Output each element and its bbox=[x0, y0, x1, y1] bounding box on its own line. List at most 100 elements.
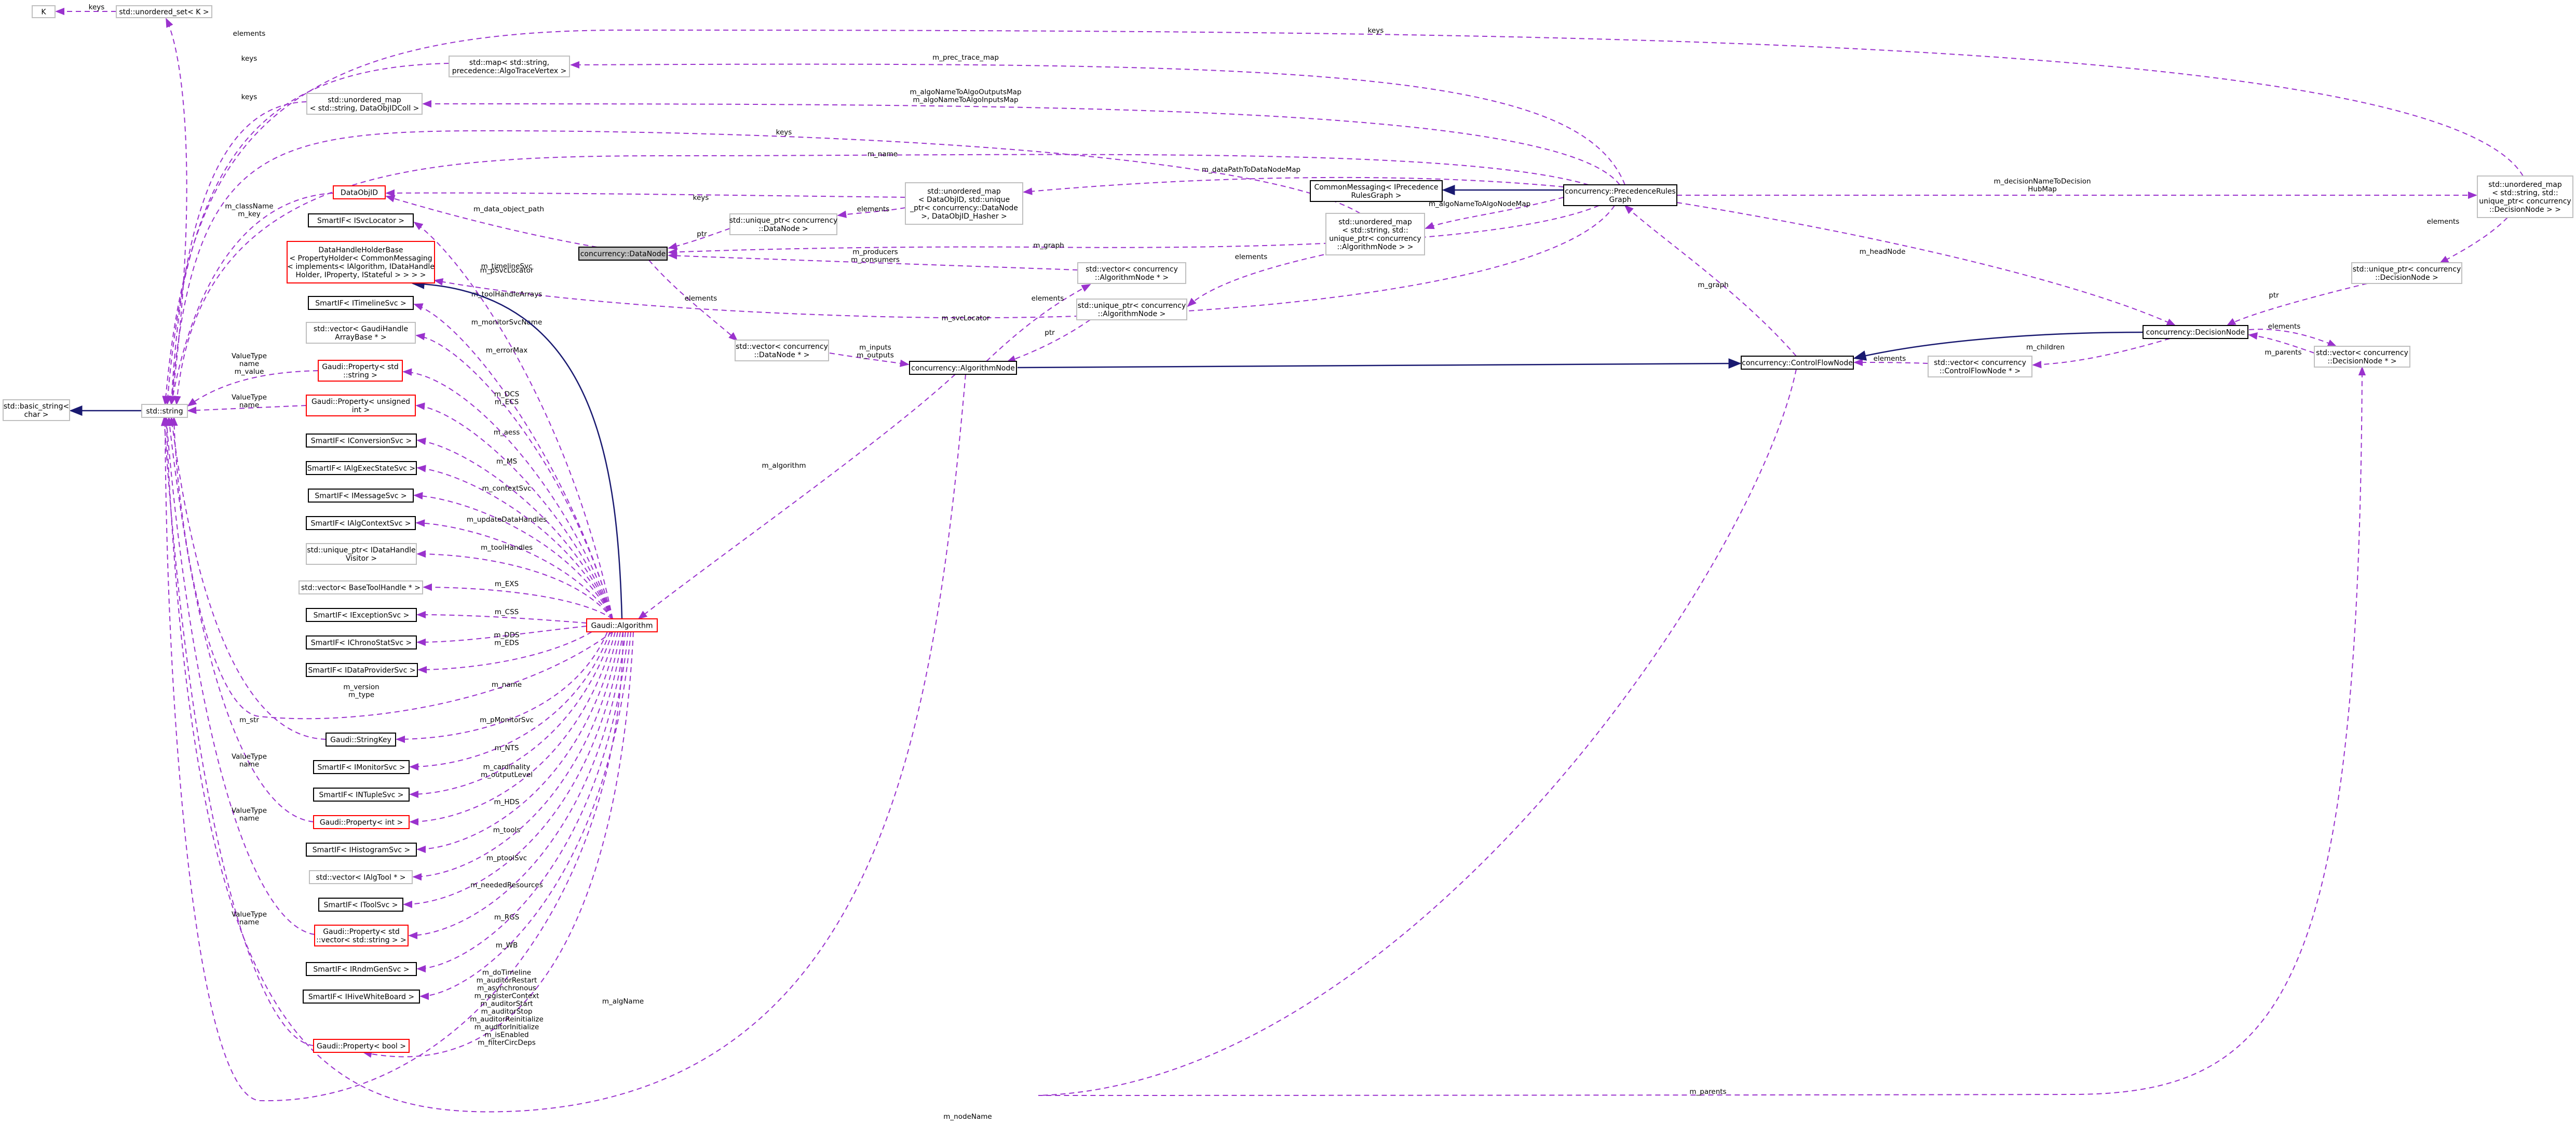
class-node-datahandle_holder[interactable]: DataHandleHolderBase< PropertyHolder< Co… bbox=[287, 241, 435, 283]
class-node-label: char > bbox=[24, 411, 48, 419]
edge-vector_decisionnode_ptr-to-decisionnode: m_parents bbox=[2248, 332, 2315, 357]
class-node-property_vector_string[interactable]: Gaudi::Property< std::vector< std::strin… bbox=[314, 925, 409, 946]
class-node-label: SmartIF< IAlgContextSvc > bbox=[310, 520, 411, 528]
edge-label: m_name bbox=[492, 681, 522, 689]
class-node-smartif_irndmgen[interactable]: SmartIF< IRndmGenSvc > bbox=[306, 962, 417, 976]
class-node-smartif_imessage[interactable]: SmartIF< IMessageSvc > bbox=[308, 489, 414, 503]
class-node-decisionnode[interactable]: concurrency::DecisionNode bbox=[2143, 325, 2248, 339]
edge-gaudi_algorithm-to-smartif_itoolsvc: m_ptoolSvc bbox=[403, 631, 623, 909]
class-node-controlflownode[interactable]: concurrency::ControlFlowNode bbox=[1741, 356, 1854, 370]
class-node-smartif_iconversion[interactable]: SmartIF< IConversionSvc > bbox=[306, 434, 417, 448]
class-node-label: < std::string, std:: bbox=[2492, 189, 2558, 197]
edge-label: name bbox=[239, 815, 259, 823]
class-node-property_int[interactable]: Gaudi::Property< int > bbox=[313, 815, 410, 829]
class-node-vector_algorithmnode_ptr[interactable]: std::vector< concurrency::AlgorithmNode … bbox=[1077, 262, 1186, 284]
edge-label: m_algoNameToAlgoOutputsMap bbox=[910, 88, 1021, 97]
edge-label: m_updateDataHandles bbox=[467, 516, 547, 524]
class-node-smartif_ihivewhiteboard[interactable]: SmartIF< IHiveWhiteBoard > bbox=[303, 990, 420, 1004]
class-node-smartif_ialgcontext[interactable]: SmartIF< IAlgContextSvc > bbox=[306, 516, 416, 530]
class-node-dataobjid[interactable]: DataObjID bbox=[333, 185, 386, 199]
class-node-map_precedence[interactable]: std::map< std::string,precedence::AlgoTr… bbox=[449, 56, 570, 77]
class-node-label: std::unordered_map bbox=[927, 187, 1001, 196]
edge-label: m_WB bbox=[496, 941, 518, 950]
class-node-smartif_isvclocator[interactable]: SmartIF< ISvcLocator > bbox=[308, 213, 414, 227]
class-node-vector_decisionnode_ptr[interactable]: std::vector< concurrency::DecisionNode *… bbox=[2314, 346, 2410, 368]
class-node-label: DataObjID bbox=[341, 189, 378, 197]
edge-label: m_cardinality bbox=[483, 763, 531, 771]
class-node-unique_ptr_datanode[interactable]: std::unique_ptr< concurrency::DataNode > bbox=[729, 213, 838, 235]
class-node-unordered_set[interactable]: std::unordered_set< K > bbox=[116, 5, 212, 18]
edge-unordered_set-to-K: keys bbox=[55, 3, 116, 16]
class-node-label: Gaudi::Property< int > bbox=[320, 819, 403, 827]
class-node-unordered_map_dataobj[interactable]: std::unordered_map< std::string, DataObj… bbox=[306, 93, 423, 115]
class-node-label: Gaudi::StringKey bbox=[330, 736, 391, 744]
class-node-std_string[interactable]: std::string bbox=[141, 404, 188, 418]
class-node-label: concurrency::AlgorithmNode bbox=[911, 364, 1015, 373]
class-node-unordered_map_decisionnode[interactable]: std::unordered_map< std::string, std::un… bbox=[2477, 175, 2573, 218]
class-node-smartif_ialgexec[interactable]: SmartIF< IAlgExecStateSvc > bbox=[306, 461, 417, 475]
class-node-K[interactable]: K bbox=[32, 5, 56, 18]
class-node-smartif_ihistogram[interactable]: SmartIF< IHistogramSvc > bbox=[306, 843, 417, 857]
edge-std_string-to-unordered_set: elements bbox=[166, 18, 265, 405]
class-node-basic_string[interactable]: std::basic_string<char > bbox=[3, 399, 70, 421]
edge-decisionnode-to-controlflownode bbox=[1853, 331, 2144, 361]
class-node-vector_controlflownode_ptr[interactable]: std::vector< concurrency::ControlFlowNod… bbox=[1928, 356, 2032, 377]
edge-vector_controlflownode_ptr-to-controlflownode: elements bbox=[1853, 355, 1929, 367]
class-node-smartif_idataprovider[interactable]: SmartIF< IDataProviderSvc > bbox=[306, 663, 418, 677]
edge-gaudi_algorithm-to-smartif_ialgexec: m_aess bbox=[416, 428, 613, 619]
edge-label: m_DDS bbox=[494, 631, 519, 640]
class-node-gaudi_algorithm[interactable]: Gaudi::Algorithm bbox=[586, 618, 658, 632]
class-node-label: Visitor > bbox=[346, 554, 377, 563]
class-node-smartif_intuple[interactable]: SmartIF< INTupleSvc > bbox=[313, 788, 410, 802]
class-node-unique_ptr_algorithmnode[interactable]: std::unique_ptr< concurrency::AlgorithmN… bbox=[1076, 299, 1187, 320]
class-node-vector_basetoolhandle[interactable]: std::vector< BaseToolHandle * > bbox=[299, 580, 423, 594]
class-node-unordered_map_algorithmnode[interactable]: std::unordered_map< std::string, std::un… bbox=[1325, 213, 1425, 255]
edge-label: ValueType bbox=[232, 394, 267, 402]
class-node-smartif_itimelinesvc[interactable]: SmartIF< ITimelineSvc > bbox=[308, 296, 414, 310]
class-node-smartif_ichrono[interactable]: SmartIF< IChronoStatSvc > bbox=[306, 635, 417, 649]
class-node-label: RulesGraph > bbox=[1351, 192, 1402, 200]
edge-unordered_map_algorithmnode-to-unique_ptr_algorithmnode: elements bbox=[1187, 249, 1350, 307]
class-node-label: std::vector< IAlgTool * > bbox=[316, 874, 406, 882]
edge-label: m_dataPathToDataNodeMap bbox=[1202, 166, 1300, 174]
class-node-datanode[interactable]: concurrency::DataNode bbox=[578, 247, 668, 261]
class-node-label: concurrency::PrecedenceRules bbox=[1565, 187, 1676, 196]
edge-label: m_filterCircDeps bbox=[478, 1039, 535, 1047]
edge-label: keys bbox=[89, 3, 105, 11]
edge-label: m_algorithm bbox=[762, 462, 806, 470]
edge-precedence_rules_graph-to-datanode: m_graph bbox=[668, 205, 1599, 256]
edge-label: keys bbox=[693, 194, 709, 202]
class-node-smartif_itoolsvc[interactable]: SmartIF< IToolSvc > bbox=[318, 898, 403, 912]
class-node-algorithmnode[interactable]: concurrency::AlgorithmNode bbox=[909, 361, 1017, 375]
edge-label: m_str bbox=[239, 716, 259, 724]
class-node-vector_ialgtool[interactable]: std::vector< IAlgTool * > bbox=[309, 870, 413, 884]
class-node-smartif_iexception[interactable]: SmartIF< IExceptionSvc > bbox=[306, 608, 417, 622]
class-node-smartif_imonitor[interactable]: SmartIF< IMonitorSvc > bbox=[313, 760, 410, 774]
edge-gaudi_algorithm-to-smartif_ichrono: m_CSS bbox=[416, 608, 587, 646]
class-node-label: ::DecisionNode > bbox=[2375, 274, 2438, 282]
class-node-unordered_map_dataobjid[interactable]: std::unordered_map< DataObjID, std::uniq… bbox=[905, 182, 1023, 225]
class-node-label: SmartIF< IHiveWhiteBoard > bbox=[308, 993, 414, 1001]
edge-gaudi_algorithm-to-vector_basetoolhandle: m_toolHandles bbox=[423, 544, 613, 619]
class-node-gaudi_stringkey[interactable]: Gaudi::StringKey bbox=[326, 733, 396, 747]
class-node-vector_datanode_ptr[interactable]: std::vector< concurrency::DataNode * > bbox=[735, 340, 829, 361]
class-node-property_bool[interactable]: Gaudi::Property< bool > bbox=[313, 1039, 410, 1053]
class-node-property_string[interactable]: Gaudi::Property< std::string > bbox=[318, 360, 403, 382]
class-node-unique_ptr_decisionnode[interactable]: std::unique_ptr< concurrency::DecisionNo… bbox=[2351, 262, 2462, 284]
class-node-label: < std::string, std:: bbox=[1342, 226, 1408, 235]
edge-unordered_map_dataobjid-to-unique_ptr_datanode: elements bbox=[837, 205, 906, 218]
class-node-label: ::AlgorithmNode > > bbox=[1337, 243, 1414, 251]
edge-label: m_asynchronous bbox=[477, 984, 536, 993]
class-node-label: SmartIF< IExceptionSvc > bbox=[314, 612, 410, 620]
edge-label: m_graph bbox=[1698, 281, 1728, 289]
edge-label: m_parents bbox=[1689, 1088, 1726, 1096]
